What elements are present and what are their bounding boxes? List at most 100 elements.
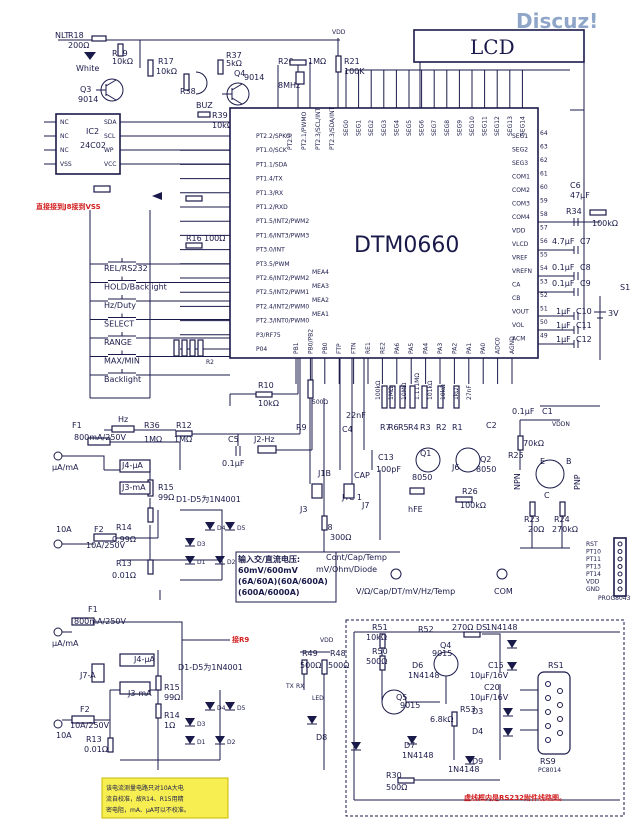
value-r39: 10kΩ [212, 121, 233, 130]
label-c9: C9 [580, 279, 591, 288]
chip-mea-label: MEA3 [312, 283, 329, 290]
resistor-array: R2 [173, 339, 214, 366]
rs232-diode-icon [307, 716, 317, 724]
value-r9: 500Ω [312, 399, 328, 406]
label-r21: R21 [344, 57, 360, 66]
label-tx: TX [285, 683, 294, 690]
prog-pin-dot [617, 556, 623, 562]
chip-bottom-pin-label: PA4 [423, 343, 430, 354]
rs232-diode-icon [507, 640, 517, 648]
chip-right-pin-number: 62 [540, 157, 548, 164]
array-label: R2 [206, 359, 214, 366]
resistor-r34 [589, 209, 607, 216]
label-r4: R4 [408, 423, 419, 432]
value-r49: 500Ω [300, 661, 321, 670]
label-r51: R51 [372, 623, 388, 632]
chip-right-pin-label: VREFN [512, 268, 532, 275]
value-f1-1: 800mA/250V [74, 433, 127, 442]
note-1-line-4: (600A/6000A) [238, 588, 300, 597]
vertical-resistors [381, 385, 460, 409]
jack-vohm [390, 568, 402, 580]
diode-icon [185, 538, 195, 546]
diode-label: D5 [237, 705, 246, 712]
label-r36: R36 [144, 421, 160, 430]
note-2-line-2: 流自校准，故R14、R15用精 [106, 795, 184, 803]
crystal-8mhz [295, 71, 305, 85]
terminal-mv-ohm-diode: mV/Ohm/Diode [316, 565, 377, 574]
vertical-resistor [409, 385, 416, 409]
label-led-rs: LED [312, 695, 324, 702]
note-diodes-2: D1-D5为1N4001 [178, 662, 243, 672]
vertical-resistor-value: 10MΩ [401, 382, 408, 400]
value-r13-2: 0.01Ω [84, 745, 108, 754]
chip-left-pin-label: PT3.0/INT [256, 247, 285, 254]
label-q4: Q4 [234, 69, 245, 78]
chip-left-pin-label: PT2.4/INT2/PWM0 [256, 303, 309, 310]
label-r9: R9 [296, 423, 307, 432]
label-d7-rs: D7 [404, 741, 415, 750]
vertical-resistor-value: 101kΩ [427, 380, 434, 400]
label-r25: R25 [508, 451, 524, 460]
red-note-rs232: 虚线框内是RS232附件线路图。 [464, 793, 566, 802]
ic2-pin-left-label: NC [60, 133, 69, 140]
label-d6-rs: D6 [412, 661, 423, 670]
chip-left-pin-label: PT1.0/SCK [256, 147, 288, 154]
calibration-note-box: 该电流测量电路只对10A大电 流自校准，故R14、R15用精 密电阻，mA、μA… [101, 777, 229, 819]
label-j2: J2-Hz [253, 435, 275, 444]
value-r51: 10kΩ [366, 633, 387, 642]
lcd-bus [419, 62, 585, 330]
diode-label: D2 [227, 739, 236, 746]
prog-pin-dot [617, 586, 623, 592]
label-r7: R7 [380, 423, 391, 432]
label-c15: C15 [488, 661, 504, 670]
label-hfe: hFE [408, 505, 423, 514]
wire-hz-row [104, 358, 313, 451]
value-r53: 6.8kΩ [430, 715, 453, 724]
chip-right-pin-number: 64 [540, 130, 548, 137]
value-r12: 1MΩ [174, 435, 192, 444]
value-rs9: PC8014 [538, 767, 561, 774]
chip-left-pin-label: PT2.5/INT2/PWM1 [256, 289, 309, 296]
value-r16: 100Ω [204, 234, 225, 243]
chip-bottom-pin-label: RE2 [379, 342, 386, 354]
chip-bottom-pin-label: ADC0 [495, 337, 502, 354]
chip-right-pin-number: 59 [540, 198, 548, 205]
chip-top-pin-label: SEG6 [419, 120, 426, 136]
jumper-j6 [409, 487, 425, 495]
db9-pin [545, 709, 551, 715]
terminal-v-ohm-cap: V/Ω/Cap/DT/mV/Hz/Temp [356, 587, 455, 596]
array-resistor [189, 339, 196, 357]
chip-right-pin-label: VOL [512, 322, 525, 329]
prog-pin-label: GND [586, 586, 600, 593]
wire-mid-lower [300, 358, 400, 553]
db9-pin [557, 702, 563, 708]
label-10a-2: 10A [56, 731, 72, 740]
chip-left-pin-label: PT1.5/INT2/PWM2 [256, 218, 309, 225]
rs232-diode-icon [503, 728, 513, 736]
diode-icon [185, 718, 195, 726]
value-c20: 10μF/16V [470, 693, 509, 702]
label-r49: R49 [302, 649, 318, 658]
jumper-j3-1 [119, 481, 151, 495]
chip-left-pin-label: PT3.5/PWM [256, 261, 290, 268]
rs232-diode-icon [503, 708, 513, 716]
label-r34: R34 [566, 207, 582, 216]
chip-bottom-pin-label: PA0 [480, 343, 487, 354]
chip-top-pin-label: SEG5 [406, 120, 413, 136]
diode-label: D3 [197, 721, 206, 728]
terminal-cont-cap-temp: Cont/Cap/Temp [326, 553, 387, 562]
value-r25: 270kΩ [518, 439, 544, 448]
input-note-box: 输入交/直流电压: 60mV/600mV (6A/60A)(60A/600A) … [235, 551, 337, 603]
value-r14-1: 0.99Ω [112, 535, 136, 544]
chip-bottom-pin-label: PA2 [451, 343, 458, 354]
label-f2-1: F2 [94, 525, 104, 534]
transistor-q2-icon [455, 447, 481, 473]
label-r30: R30 [386, 771, 402, 780]
note-1-line-1: 输入交/直流电压: [238, 554, 300, 564]
diode-icon [185, 556, 195, 564]
chip-right-pin-label: COM3 [512, 201, 530, 208]
label-c5: C5 [228, 435, 239, 444]
label-d4-rs: D4 [472, 727, 483, 736]
